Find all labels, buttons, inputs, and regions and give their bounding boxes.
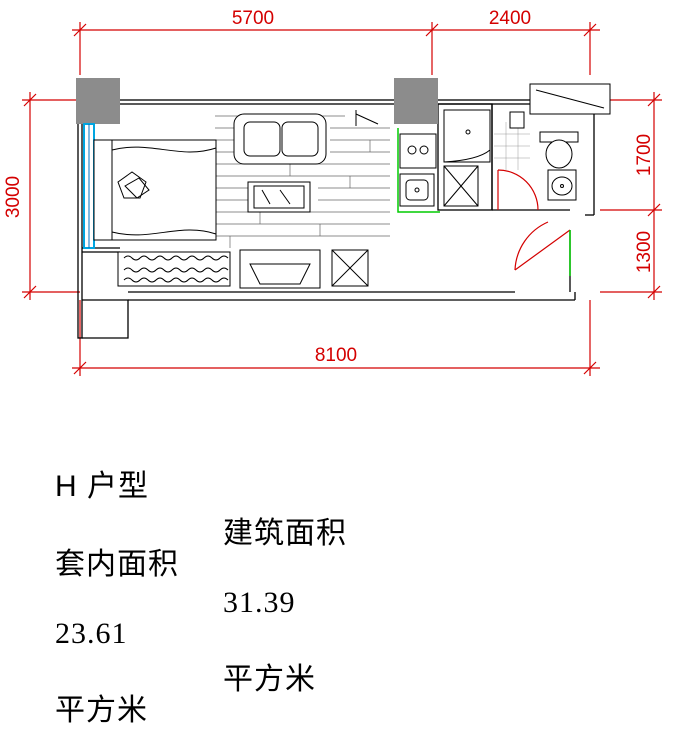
caption-line-1: H 户型 套内面积 23.61 平方米 [38,427,179,729]
sofa [233,113,327,165]
bathroom-tile [494,122,530,170]
toilet [539,131,579,169]
dim-top-left: 5700 [232,8,274,29]
caption-line-2: 建筑面积 31.39 平方米 [206,474,347,698]
kitchen-green-line [397,128,440,213]
building-area-value: 31.39 [223,586,296,619]
inner-area-unit: 平方米 [55,694,148,727]
dim-bottom: 8100 [315,345,357,366]
inner-area-value: 23.61 [55,617,128,650]
dim-left: 3000 [3,176,24,218]
dim-top-right: 2400 [489,8,531,29]
bed [93,139,217,241]
wardrobe [331,249,369,287]
doors [497,169,571,271]
kitchen-counter [399,133,437,207]
dim-right-lower: 1300 [634,231,655,273]
dimension-lines [22,22,662,376]
dim-right-upper: 1700 [634,134,655,176]
desk [239,249,321,289]
inner-area-label: 套内面积 [55,548,179,581]
shower [443,109,491,207]
coffee-table [247,181,311,213]
floor-plan: 5700 2400 3000 1700 1300 8100 [3,8,662,376]
radiator [117,251,231,287]
washbasin [547,169,577,201]
building-area-label: 建筑面积 [223,517,347,550]
column-mid [394,78,438,124]
unit-type-label: H 户型 [55,470,149,503]
building-area-unit: 平方米 [223,663,316,696]
bathroom-vent [509,83,611,129]
column-left [76,78,120,124]
